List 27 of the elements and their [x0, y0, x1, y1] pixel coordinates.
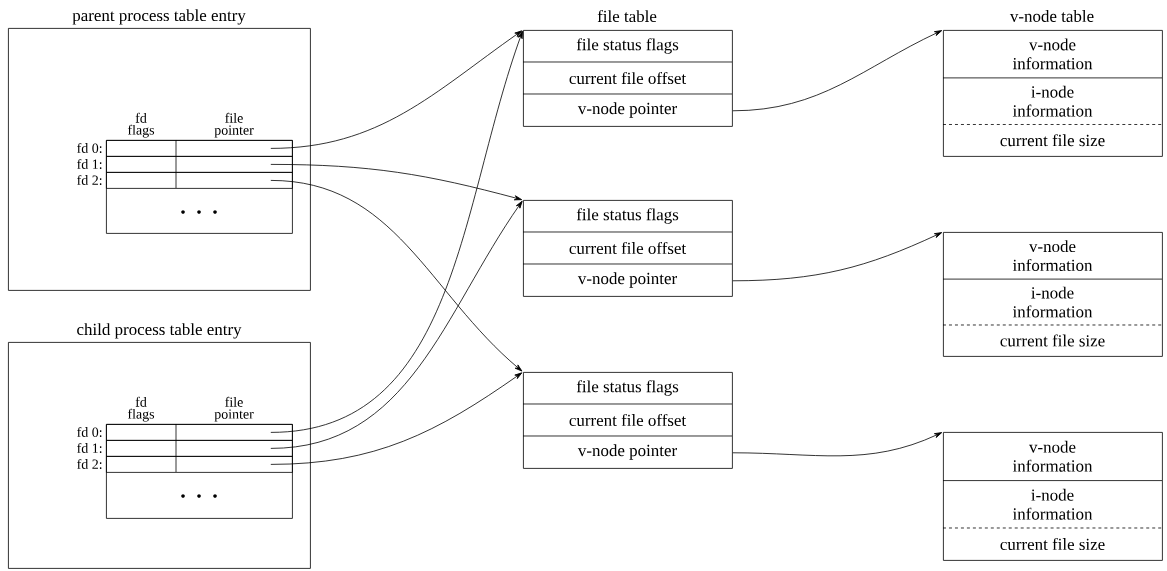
arrow	[270, 372, 523, 465]
row-label: fd 2:	[77, 175, 102, 185]
row-label: fd 0:	[77, 427, 102, 437]
arrow	[732, 232, 943, 282]
column-header: fd flags	[127, 112, 155, 138]
table-heading: child process table entry	[77, 323, 242, 339]
arrow	[732, 432, 943, 457]
row-label: fd 0:	[77, 143, 102, 153]
vnode-table-entry: v-node information i-node information current file size	[942, 432, 1163, 561]
row-label: fd 1:	[77, 443, 102, 453]
table-heading: parent process table entry	[72, 9, 246, 25]
row-label: fd 2:	[77, 459, 102, 469]
column-header: file pointer	[214, 396, 254, 422]
arrow	[270, 180, 523, 372]
arrow	[270, 164, 523, 201]
file-table-entry: file status flags current file offset v-node pointer	[522, 200, 733, 297]
arrow	[270, 200, 523, 449]
vnode-table-entry: v-node information i-node information current file size	[942, 30, 1163, 157]
arrow	[732, 30, 943, 112]
file-table-entry: file status flags current file offset v-node pointer	[522, 372, 733, 469]
column-header: file pointer	[214, 112, 254, 138]
row-label: fd 1:	[77, 159, 102, 169]
file-table-entry: file status flags current file offset v-node pointer	[522, 30, 733, 127]
arrow	[270, 30, 523, 149]
vnode-table-entry: v-node information i-node information current file size	[942, 232, 1163, 357]
column-header: fd flags	[127, 396, 155, 422]
arrow	[270, 30, 523, 433]
